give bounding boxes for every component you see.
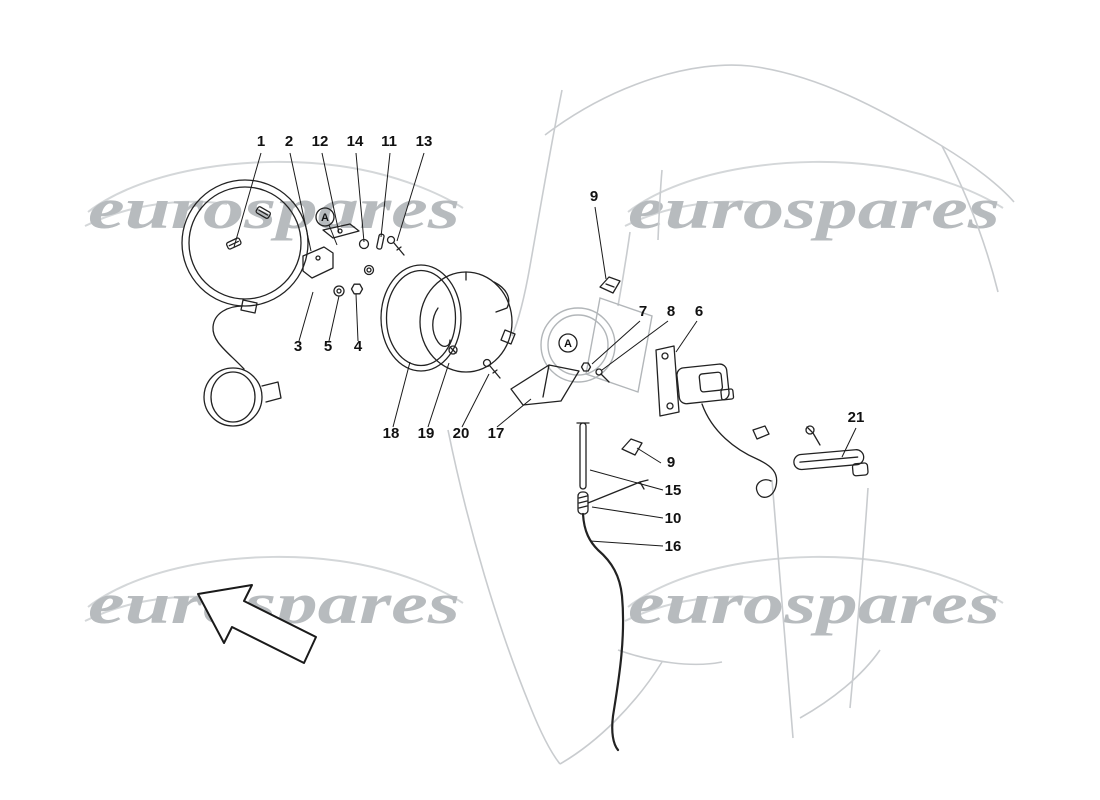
marker-a-label: A [564,338,572,350]
callout-4: 4 [354,338,363,355]
callout-3: 3 [294,338,302,355]
recess-fasteners [580,362,610,383]
callout-19: 19 [418,425,435,442]
callout-6: 6 [695,303,703,320]
retaining-clip-lower [621,438,643,456]
callout-18: 18 [383,425,400,442]
direction-arrow [197,584,317,664]
callout-9-lower: 9 [667,454,675,471]
callout-15: 15 [665,482,682,499]
callout-11: 11 [381,133,397,150]
fuel-door-panel [419,271,516,373]
callout-1: 1 [257,133,265,150]
watermark-text: eurospares [628,571,1000,636]
lock-actuator [655,345,778,498]
callout-labels: 1 2 12 14 11 13 9 7 8 6 3 5 4 18 19 20 1… [257,133,865,555]
release-rod [576,422,590,490]
callout-14: 14 [347,133,364,150]
handle-bracket [793,425,869,477]
callout-16: 16 [665,538,682,555]
callout-2: 2 [285,133,293,150]
guide-wedge [510,364,580,406]
callout-8: 8 [667,303,675,320]
watermark-group: eurospares eurospares eurospares eurospa… [88,176,1000,636]
marker-a-recess: A [558,333,578,353]
release-cable [581,512,625,752]
callout-13: 13 [416,133,433,150]
callout-5: 5 [324,338,332,355]
callout-12: 12 [312,133,329,150]
filler-recess [540,297,653,393]
callout-17: 17 [488,425,505,442]
watermark-text: eurospares [628,176,1000,241]
rod-connector [577,479,649,515]
gasket-ring [380,264,462,372]
watermark-text: eurospares [88,176,460,241]
car-body-outline [447,64,1015,765]
marker-a-label: A [321,212,329,224]
retaining-clip-top [599,276,621,294]
fuel-door-ring [181,179,309,307]
callout-20: 20 [453,425,470,442]
callout-10: 10 [665,510,682,527]
fuel-cap [203,299,282,427]
callout-21: 21 [848,409,865,426]
callout-9-top: 9 [590,188,598,205]
callout-7: 7 [639,303,647,320]
leader-lines [233,152,857,547]
door-screw [482,358,501,379]
marker-a-left: A [315,207,338,246]
